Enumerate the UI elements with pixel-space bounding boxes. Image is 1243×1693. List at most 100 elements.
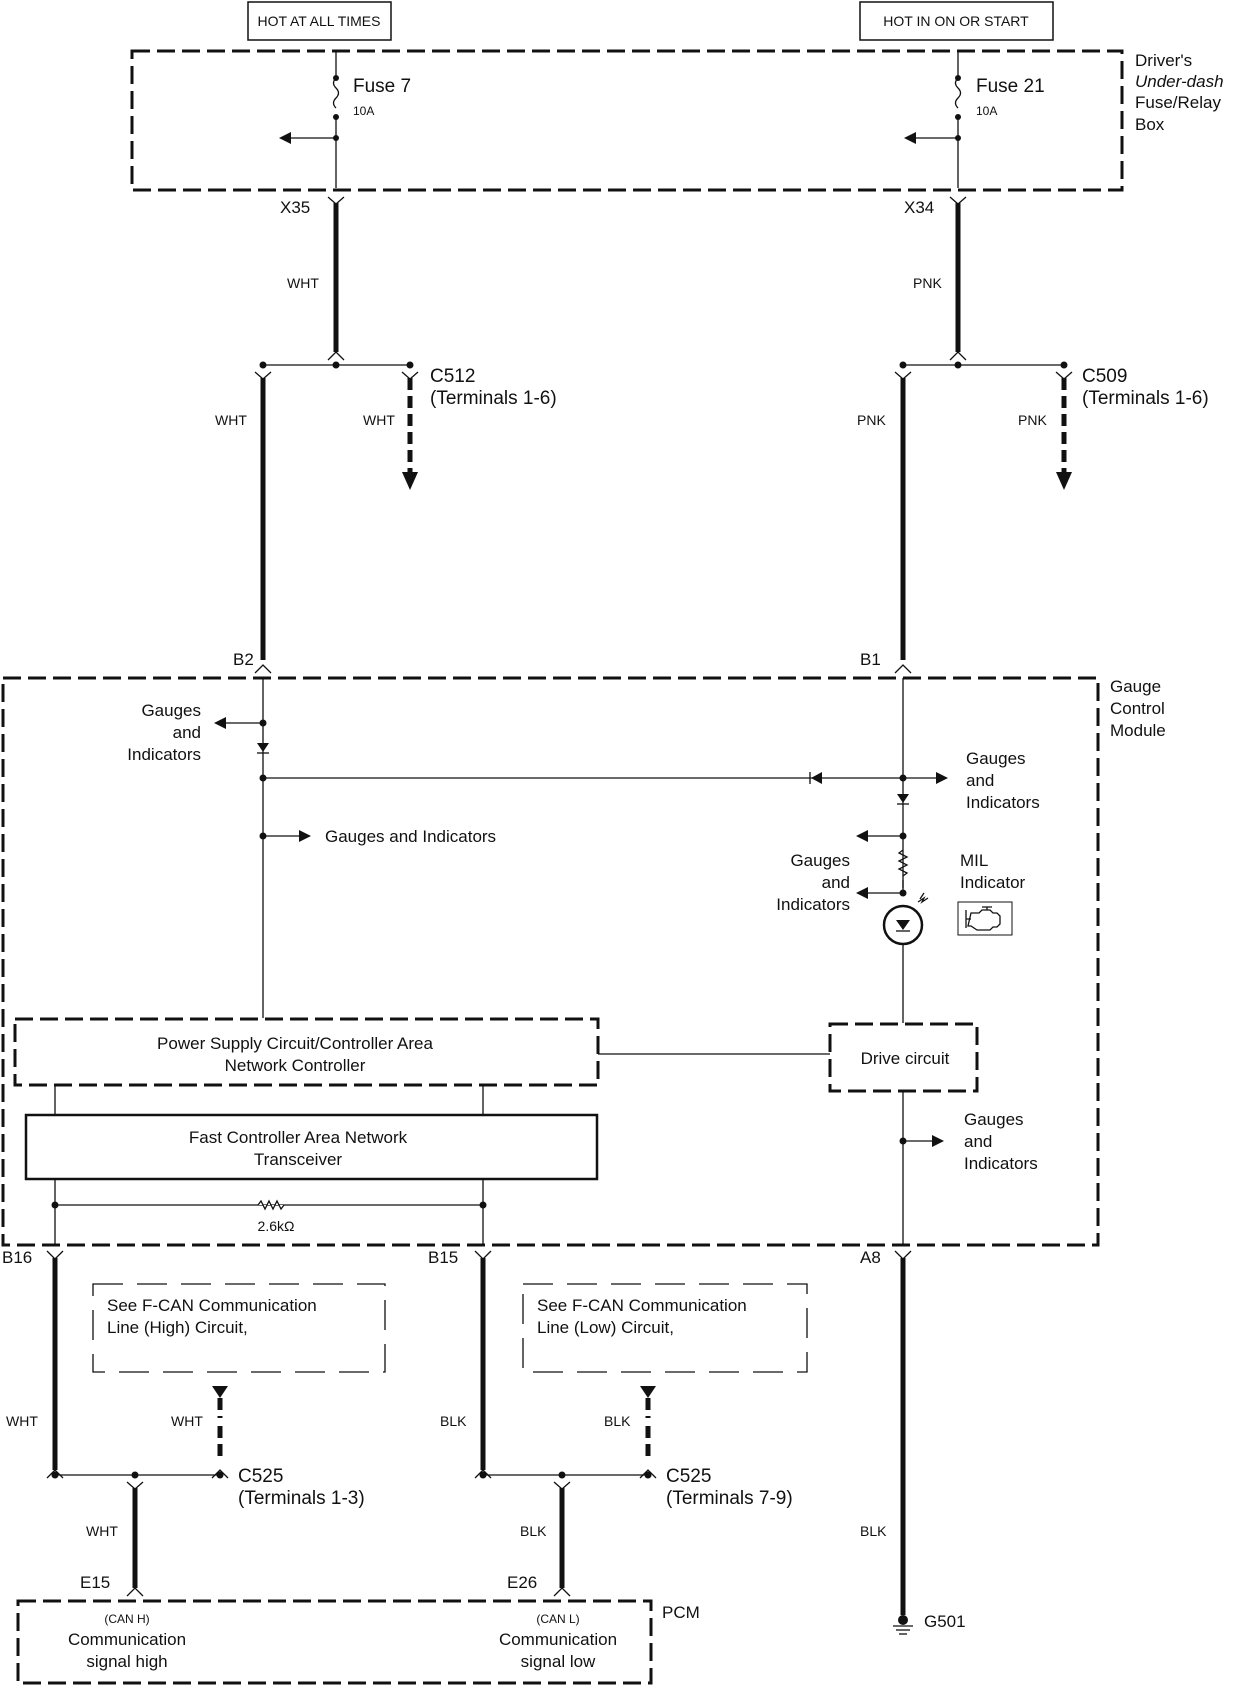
fuse-7-name: Fuse 7: [353, 76, 411, 97]
arrow-down-icon: [640, 1386, 656, 1398]
gauges-b1-2: and: [966, 771, 994, 790]
diode-icon: [811, 772, 822, 784]
power-supply-can-controller-box: [13, 1017, 600, 1087]
gcm-label-1: Gauge: [1110, 677, 1161, 696]
wire-x34-color: PNK: [913, 275, 942, 291]
gauges-mil-1: Gauges: [790, 851, 850, 870]
pin-b15: B15: [428, 1248, 458, 1267]
wire-c512-left-color: WHT: [215, 412, 247, 428]
gauges-mil-3: Indicators: [776, 895, 850, 914]
hot-in-on-or-start-box: [859, 1, 1054, 41]
light-rays-icon: [917, 896, 929, 904]
arrow-down-icon: [212, 1386, 228, 1398]
arrow-left-icon: [856, 887, 868, 899]
gauges-b2-1: Gauges: [141, 701, 201, 720]
fuse-21-rating: 10A: [976, 104, 997, 118]
can-h-line-2: signal high: [86, 1652, 167, 1671]
arrow-right-icon: [932, 1135, 944, 1147]
gauges-b2-3: Indicators: [127, 745, 201, 764]
gauges-drive-1: Gauges: [964, 1110, 1024, 1129]
wire-c509-right-color: PNK: [1018, 412, 1047, 428]
mil-label-1: MIL: [960, 851, 988, 870]
can-l-line-2: signal low: [521, 1652, 596, 1671]
can-h-tag: (CAN H): [104, 1612, 149, 1626]
wire-c512-right-color: WHT: [363, 412, 395, 428]
pin-e26: E26: [507, 1573, 537, 1592]
see-high-line-2: Line (High) Circuit,: [107, 1318, 248, 1337]
drive-circuit-box: [828, 1022, 979, 1093]
fuse-box-label-1: Driver's: [1135, 51, 1192, 70]
see-f-can-low-note: [522, 1283, 808, 1373]
mil-label-2: Indicator: [960, 873, 1026, 892]
arrow-right-icon: [936, 772, 948, 784]
c512-name: C512: [430, 366, 475, 387]
diode-icon: [257, 743, 269, 752]
ground-icon: [893, 1615, 913, 1635]
see-low-line-1: See F-CAN Communication: [537, 1296, 747, 1315]
pcm-label: PCM: [662, 1603, 700, 1622]
wire-x35-color: WHT: [287, 275, 319, 291]
fuse-21-icon: [954, 77, 962, 109]
gauge-control-module-outline: [1, 676, 1100, 1247]
fuse-7-rating: 10A: [353, 104, 374, 118]
see-high-line-1: See F-CAN Communication: [107, 1296, 317, 1315]
c509-terminals: (Terminals 1-6): [1082, 388, 1209, 409]
arrow-down-icon: [402, 472, 418, 490]
can-l-tag: (CAN L): [536, 1612, 579, 1626]
fuse-21-name: Fuse 21: [976, 76, 1045, 97]
fuse-7-icon: [332, 77, 340, 109]
gauges-inline-label: Gauges and Indicators: [325, 827, 496, 846]
can-l-line-1: Communication: [499, 1630, 617, 1649]
x35-terminal-label: X35: [280, 198, 310, 217]
pin-b16: B16: [2, 1248, 32, 1267]
wire-e26-color: BLK: [520, 1523, 547, 1539]
resistor-icon: [897, 849, 909, 877]
arrow-left-icon: [856, 830, 868, 842]
arrow-left-icon: [279, 132, 291, 144]
pcm-outline: [16, 1599, 653, 1685]
pin-b1: B1: [860, 650, 881, 669]
fuse-box-label-4: Box: [1135, 115, 1165, 134]
hot-at-all-times-label: HOT AT ALL TIMES: [258, 13, 381, 29]
gauges-b1-3: Indicators: [966, 793, 1040, 812]
pin-b2: B2: [233, 650, 254, 669]
power-supply-label-1: Power Supply Circuit/Controller Area: [157, 1034, 433, 1053]
fuse-relay-box-outline: [130, 49, 1124, 192]
pin-e15: E15: [80, 1573, 110, 1592]
resistor-value: 2.6kΩ: [258, 1218, 295, 1234]
c525-high-terminals: (Terminals 1-3): [238, 1488, 365, 1509]
arrow-right-icon: [299, 830, 311, 842]
hot-at-all-times-box: [247, 1, 392, 41]
gcm-label-3: Module: [1110, 721, 1166, 740]
gauges-drive-2: and: [964, 1132, 992, 1151]
power-supply-label-2: Network Controller: [225, 1056, 366, 1075]
fuse-box-label-2: Under-dash: [1135, 72, 1224, 91]
wire-a8-color: BLK: [860, 1523, 887, 1539]
gauges-mil-2: and: [822, 873, 850, 892]
can-h-line-1: Communication: [68, 1630, 186, 1649]
transceiver-label-2: Transceiver: [254, 1150, 343, 1169]
wire-b15-color: BLK: [440, 1413, 467, 1429]
wire-c509-left-color: PNK: [857, 412, 886, 428]
wire-c525-low-color: BLK: [604, 1413, 631, 1429]
arrow-left-icon: [904, 132, 916, 144]
resistor-icon: [257, 1199, 285, 1211]
check-engine-icon: [957, 901, 1013, 936]
see-low-line-2: Line (Low) Circuit,: [537, 1318, 674, 1337]
gauges-b2-2: and: [173, 723, 201, 742]
c525-low-name: C525: [666, 1466, 711, 1487]
gauges-drive-3: Indicators: [964, 1154, 1038, 1173]
c512-terminals: (Terminals 1-6): [430, 388, 557, 409]
diode-icon: [897, 794, 909, 803]
wire-c525-high-color: WHT: [171, 1413, 203, 1429]
drive-circuit-label: Drive circuit: [861, 1049, 950, 1068]
x34-terminal-label: X34: [904, 198, 934, 217]
arrow-down-icon: [1056, 472, 1072, 490]
wire-b16-color: WHT: [6, 1413, 38, 1429]
fuse-box-label-3: Fuse/Relay: [1135, 93, 1221, 112]
pin-a8: A8: [860, 1248, 881, 1267]
arrow-left-icon: [214, 717, 226, 729]
c525-high-name: C525: [238, 1466, 283, 1487]
wire-e15-color: WHT: [86, 1523, 118, 1539]
hot-in-on-or-start-label: HOT IN ON OR START: [883, 13, 1029, 29]
